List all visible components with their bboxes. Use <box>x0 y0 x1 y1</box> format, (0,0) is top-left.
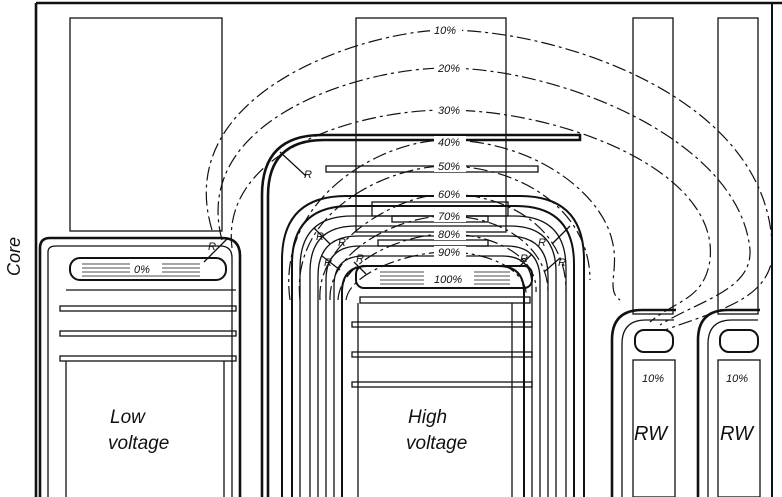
pct-90: 90% <box>438 247 460 259</box>
pct-80: 80% <box>438 229 460 241</box>
radius-mark: R <box>356 253 364 265</box>
pct-50: 50% <box>438 161 460 173</box>
pct-20: 20% <box>437 63 460 75</box>
radius-arrows <box>203 151 571 275</box>
rw-left-pct: 10% <box>642 373 664 385</box>
radius-mark: R <box>538 237 546 249</box>
yoke-blocks <box>69 17 759 315</box>
pct-30: 30% <box>438 105 460 117</box>
radius-mark: R <box>208 241 216 253</box>
pct-100: 100% <box>434 274 462 286</box>
radius-mark: R <box>304 169 312 181</box>
pct-0: 0% <box>134 264 150 276</box>
radius-mark: R <box>338 237 346 249</box>
low-voltage-winding <box>38 236 242 497</box>
pct-70: 70% <box>438 211 460 223</box>
pct-10: 10% <box>434 25 456 37</box>
high-voltage-label-1: High <box>408 407 447 428</box>
pct-40: 40% <box>438 137 460 149</box>
rw-right-pct: 10% <box>726 373 748 385</box>
rw-left-label: RW <box>634 423 669 445</box>
rw-right-label: RW <box>720 423 755 445</box>
radius-mark: R <box>558 257 566 269</box>
low-voltage-label-1: Low <box>110 407 146 428</box>
high-voltage-label-2: voltage <box>406 433 467 454</box>
text-labels: Core Low voltage High voltage RW RW R R … <box>4 169 755 454</box>
pct-60: 60% <box>438 189 460 201</box>
radius-mark: R <box>316 231 324 243</box>
radius-mark: R <box>324 257 332 269</box>
radius-mark: R <box>520 253 528 265</box>
core-label: Core <box>4 237 24 276</box>
inner-conductor-100 <box>355 265 533 289</box>
regulating-windings <box>610 308 761 497</box>
high-voltage-plates <box>325 165 539 497</box>
percent-labels: 10% 20% 30% 40% 50% 60% 70% 80% 90% 100%… <box>130 23 748 385</box>
low-voltage-label-2: voltage <box>108 433 169 454</box>
